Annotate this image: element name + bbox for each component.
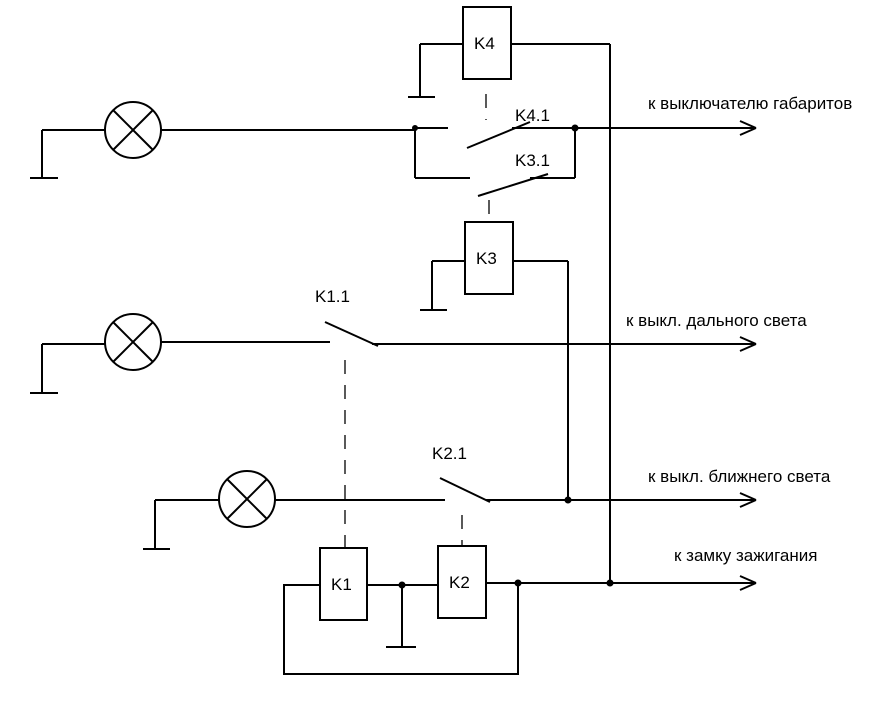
arrow-icon: [739, 575, 757, 591]
junction-dot: [564, 496, 572, 504]
lamp-icon: [104, 101, 162, 159]
ground-icon: [386, 585, 416, 648]
contact-k1-1-blade: [324, 321, 379, 347]
relay-k2: [437, 545, 487, 619]
contact-k3-1-label: K3.1: [515, 151, 550, 170]
arrow-icon: [739, 336, 757, 352]
arrow-icon: [739, 492, 757, 508]
relay-k4: [462, 6, 512, 80]
output-label-parking: к выключателю габаритов: [648, 94, 852, 113]
ground-icon: [408, 44, 435, 98]
relay-k3: [464, 221, 514, 295]
ground-icon: [30, 130, 58, 179]
ground-icon: [420, 261, 447, 311]
output-label-highbeam: к выкл. дального света: [626, 311, 807, 330]
ground-icon: [143, 500, 170, 550]
relay-k1-label: K1: [331, 575, 352, 594]
relay-k4-label: K4: [474, 34, 495, 53]
relay-k3-label: K3: [476, 249, 497, 268]
output-label-ignition: к замку зажигания: [674, 546, 817, 565]
output-label-lowbeam: к выкл. ближнего света: [648, 467, 831, 486]
ground-icon: [30, 344, 58, 394]
contact-k4-1-label: K4.1: [515, 106, 550, 125]
contact-k2-1-blade: [439, 477, 491, 503]
arrow-icon: [739, 120, 757, 136]
wire-bottom-loop: [283, 583, 519, 675]
relay-k2-label: K2: [449, 573, 470, 592]
lamp-icon: [218, 470, 276, 528]
lamp-icon: [104, 313, 162, 371]
relay-k1: [319, 547, 368, 621]
contact-k2-1-label: K2.1: [432, 444, 467, 463]
contact-k4-1-blade: [466, 121, 531, 149]
contact-k1-1-label: K1.1: [315, 287, 350, 306]
